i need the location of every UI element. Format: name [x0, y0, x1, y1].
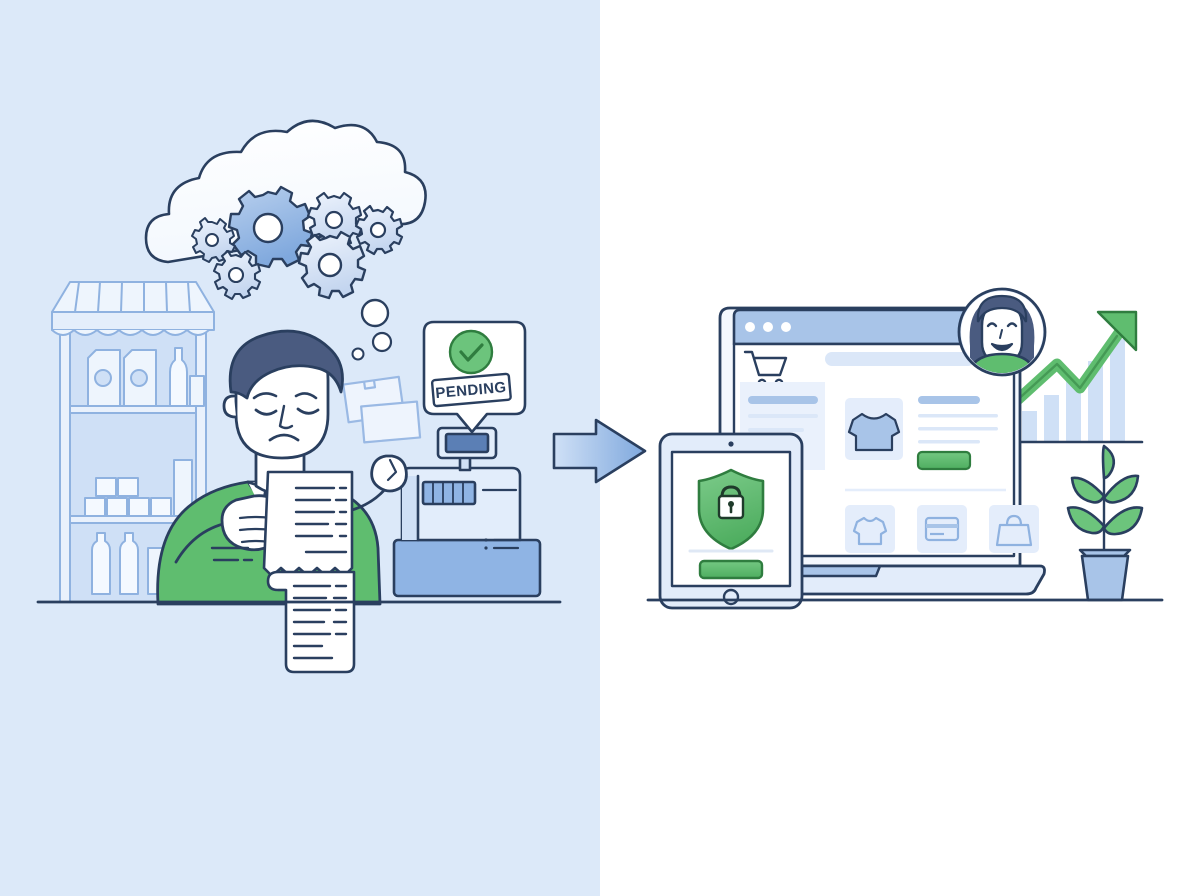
thought-bubble-medium [371, 331, 393, 353]
shelf-middle [84, 459, 193, 517]
potted-plant [1066, 444, 1144, 602]
status-badge-label: PENDING [435, 379, 507, 402]
tablet-camera [728, 441, 734, 447]
trend-arrow-icon [1007, 310, 1138, 410]
receipt-long [266, 570, 356, 674]
cash-register [392, 426, 542, 598]
search-field-placeholder[interactable] [825, 352, 975, 366]
receipt-held [262, 470, 354, 578]
browser-window-dots [745, 322, 791, 332]
chart-bar [1044, 395, 1059, 442]
chart-bar [1022, 411, 1037, 442]
category-icons [845, 505, 1039, 553]
gear-icon-small-left [191, 217, 236, 263]
category-tile-payments[interactable] [917, 505, 967, 553]
shopping-bag-icon [995, 514, 1033, 547]
chart-bars [1022, 339, 1125, 442]
pending-status-popup[interactable]: PENDING [422, 320, 527, 434]
detail-row [918, 414, 998, 418]
store-awning [51, 281, 215, 336]
chart-bar [1066, 379, 1081, 442]
tshirt-icon [852, 516, 888, 546]
status-badge [430, 372, 512, 408]
transformation-arrow [552, 418, 647, 484]
tshirt-icon [847, 412, 901, 452]
detail-row [918, 427, 998, 431]
detail-row [918, 440, 980, 444]
secure-pay-button[interactable] [698, 559, 764, 580]
product-detail-panel [916, 396, 998, 471]
detail-row [918, 396, 980, 404]
happy-customer-avatar [957, 287, 1047, 377]
gear-icon-small-bottom [212, 249, 262, 301]
category-tile-apparel[interactable] [845, 505, 895, 553]
gear-icon-large [227, 185, 314, 269]
chart-bar [1110, 339, 1125, 442]
thought-bubble-large [360, 298, 390, 328]
thought-bubble-small [351, 347, 365, 361]
sidebar-row [748, 414, 818, 418]
buy-now-button[interactable] [916, 450, 972, 471]
store-shelf-unit [51, 281, 215, 603]
browser-sidebar [740, 382, 825, 470]
category-tile-orders[interactable] [989, 505, 1039, 553]
laptop-notch [788, 564, 882, 578]
scattered-paper-notes [342, 375, 422, 444]
check-circle-icon [448, 329, 494, 375]
gear-icon-small-right [354, 204, 404, 256]
gear-icon-lower-center [297, 230, 367, 300]
chart-bar [1088, 361, 1103, 442]
sidebar-row [748, 396, 818, 404]
receipt-fragment [210, 546, 254, 562]
tablet-home-button[interactable] [722, 588, 740, 606]
shield-lock-icon [697, 468, 765, 551]
credit-card-icon [924, 516, 960, 542]
sidebar-row [748, 428, 804, 432]
product-tile[interactable] [845, 398, 903, 460]
thought-cloud [144, 119, 427, 361]
tablet-device [658, 432, 804, 610]
